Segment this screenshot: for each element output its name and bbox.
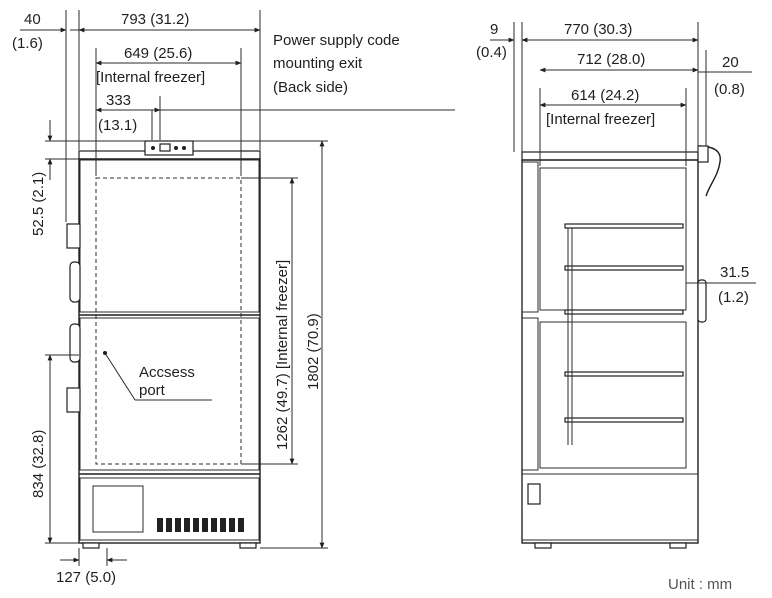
power-cord-icon [697,145,721,197]
side-handle [697,279,707,323]
front-left-offset-in: (1.6) [12,35,43,52]
side-outer-depth: 770 (30.3) [564,21,632,38]
upper-lock [69,261,81,303]
side-foot-left [534,542,552,549]
side-right-offset: 20 [722,54,739,71]
side-internal-depth: 614 (24.2) [571,87,639,104]
side-lower-door [521,317,539,471]
front-outer-width: 793 (31.2) [121,11,189,28]
side-offset: 31.5 [720,264,749,281]
side-body [521,159,699,544]
front-view: Accsess port 40 (1.6) 793 (31.2) 649 (25… [12,10,455,586]
front-foot-left [82,542,100,549]
power-offset-in: (13.1) [98,117,137,134]
side-inner-lower [539,321,687,469]
power-note-line-2: mounting exit [273,55,363,72]
ventilation-grill [157,518,244,532]
front-body [78,158,261,544]
side-offset-in: (1.2) [718,289,749,306]
lower-door [79,317,260,471]
control-display [159,143,171,152]
front-internal-freezer-label: [Internal freezer] [96,69,205,86]
side-body-depth: 712 (28.0) [577,51,645,68]
control-button-1 [151,146,155,150]
side-grill [527,483,541,505]
side-shelves [564,223,684,445]
upper-door [79,159,260,313]
side-left-offset: 9 [490,21,498,38]
front-total-height: 1802 (70.9) [305,313,322,390]
control-button-3 [182,146,186,150]
power-offset: 333 [106,92,131,109]
front-internal-width: 649 (25.6) [124,45,192,62]
power-note-line-3: (Back side) [273,79,348,96]
front-foot-right [239,542,257,549]
lower-handle [66,387,81,413]
side-view: 9 (0.4) 770 (30.3) 712 (28.0) 20 (0.8) 6… [476,21,756,549]
side-inner-upper [539,167,687,311]
lower-lock [69,323,81,363]
front-bottom-offset: 127 (5.0) [56,569,116,586]
unit-label: Unit : mm [668,576,732,593]
side-upper-door [521,161,539,313]
service-panel [92,485,144,533]
side-foot-right [669,542,687,549]
side-top-panel [521,151,699,161]
front-top-gap: 52.5 (2.1) [30,172,47,236]
access-port-label-2: port [139,382,166,399]
side-internal-freezer-label: [Internal freezer] [546,111,655,128]
front-internal-height: 1262 (49.7) [Internal freezer] [274,260,291,450]
access-port-label-1: Accsess [139,364,195,381]
control-button-2 [174,146,178,150]
front-left-offset: 40 [24,11,41,28]
front-door-height: 834 (32.8) [30,430,47,498]
internal-freezer-outline [95,177,242,465]
machine-compartment [79,477,260,541]
upper-handle [66,223,81,249]
side-right-offset-in: (0.8) [714,81,745,98]
side-machine [521,473,699,541]
power-note-line-1: Power supply code [273,32,400,49]
side-left-offset-in: (0.4) [476,44,507,61]
